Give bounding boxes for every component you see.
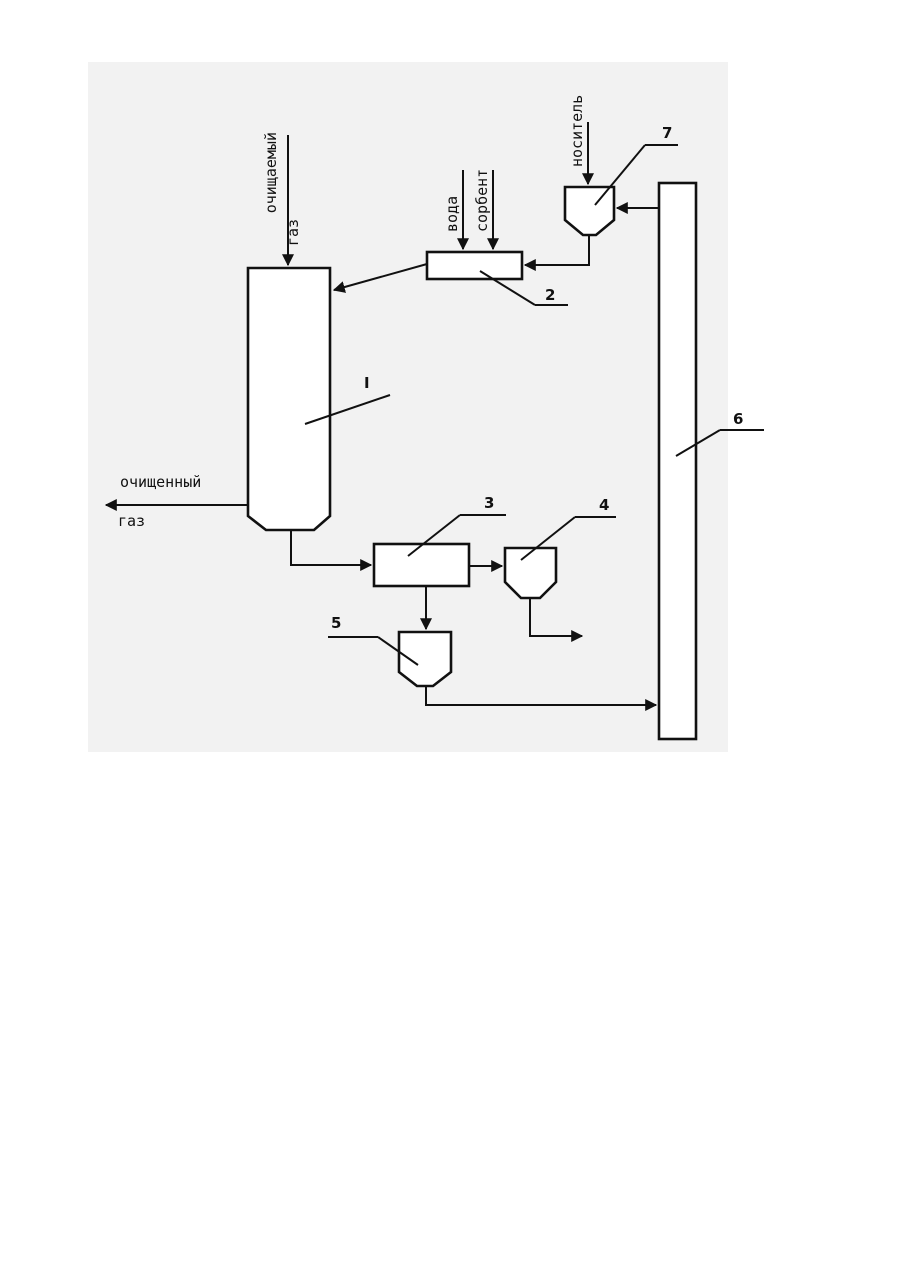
hopper-4-vessel <box>505 548 556 598</box>
carrier-label: носитель <box>568 95 586 167</box>
absorber-number: I <box>364 374 370 392</box>
hopper-7-vessel <box>565 187 614 235</box>
separator-number: 3 <box>484 494 494 512</box>
gas-in-label-line2: газ <box>284 219 302 246</box>
mixer-vessel <box>427 252 522 279</box>
gas-in-label-line1: очищаемый <box>262 132 280 213</box>
mixer-number: 2 <box>545 286 555 304</box>
gas-out-label-line2: газ <box>118 512 145 530</box>
separator-vessel <box>374 544 469 586</box>
hopper5-number: 5 <box>331 614 341 632</box>
absorber-vessel <box>248 268 330 530</box>
column-vessel <box>659 183 696 739</box>
hopper-5-vessel <box>399 632 451 686</box>
gas-out-label-line1: очищенный <box>120 473 201 491</box>
hopper7-number: 7 <box>662 124 672 142</box>
column-number: 6 <box>733 410 743 428</box>
water-label: вода <box>443 196 461 232</box>
sorbent-label: сорбент <box>473 169 491 232</box>
hopper4-number: 4 <box>599 496 609 514</box>
